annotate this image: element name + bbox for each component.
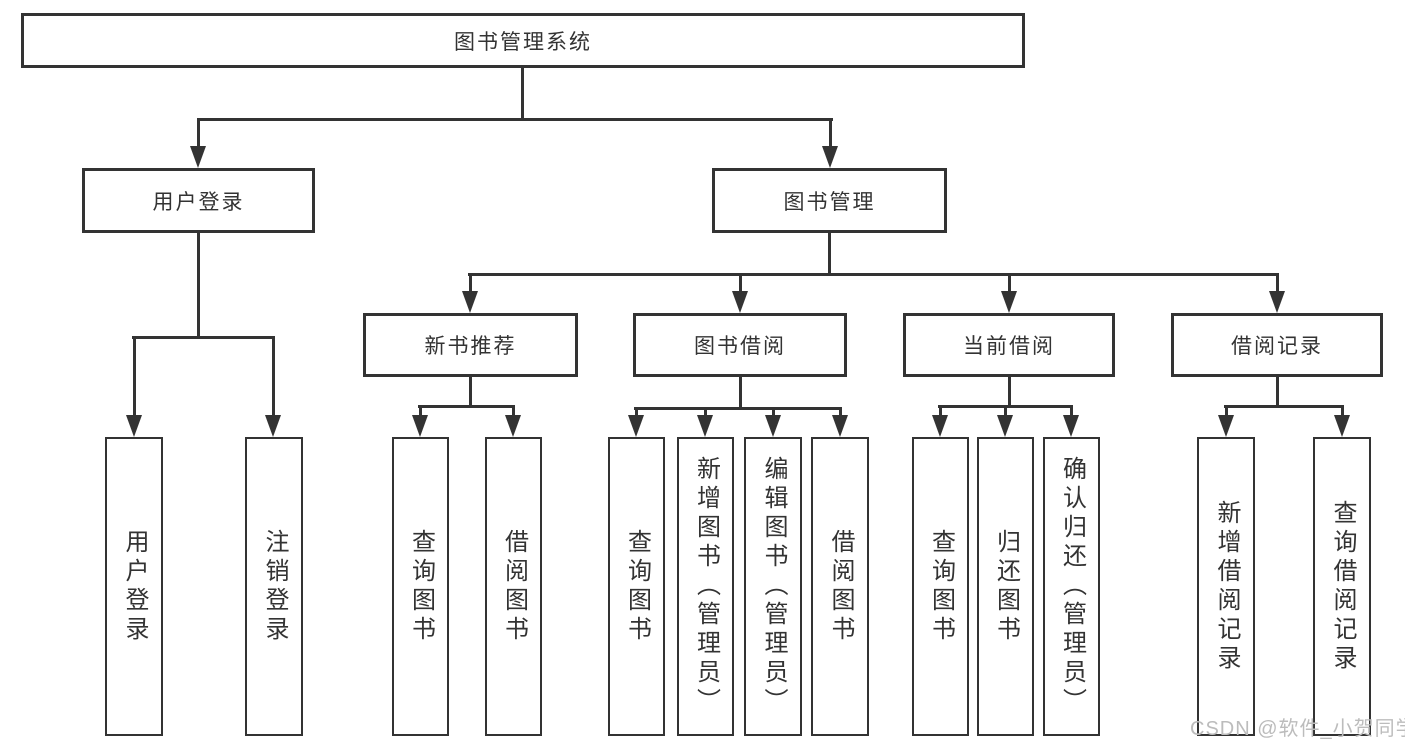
connector-line <box>1341 405 1344 417</box>
node-book-borrowing: 图书借阅 <box>633 313 847 377</box>
leaf-label: 借阅图书 <box>827 528 854 645</box>
connector-line <box>468 273 1279 276</box>
leaf-label: 查询图书 <box>407 528 435 645</box>
arrow-down-icon <box>1269 291 1285 313</box>
leaf-label: 查询借阅记录 <box>1329 499 1356 674</box>
connector-line <box>772 407 775 417</box>
leaf-label: 归还图书 <box>992 528 1020 645</box>
connector-line <box>521 68 524 118</box>
connector-line <box>839 407 842 417</box>
arrow-down-icon <box>997 415 1013 437</box>
leaf-return-books: 归还图书 <box>977 437 1034 736</box>
node-label: 图书借阅 <box>694 335 786 358</box>
arrow-down-icon <box>126 415 142 437</box>
leaf-edit-books-admin: 编辑图书（管理员） <box>744 437 802 736</box>
leaf-borrow-books-recommend: 借阅图书 <box>485 437 542 736</box>
leaf-label: 编辑图书（管理员） <box>760 456 787 717</box>
connector-line <box>197 233 200 336</box>
connector-line <box>197 118 833 121</box>
connector-line <box>418 405 515 408</box>
connector-line <box>635 407 638 417</box>
leaf-label: 注销登录 <box>261 528 288 645</box>
connector-line <box>634 407 842 410</box>
arrow-down-icon <box>265 415 281 437</box>
connector-line <box>1008 273 1011 293</box>
leaf-query-books-borrowing: 查询图书 <box>608 437 665 736</box>
node-book-management: 图书管理 <box>712 168 947 233</box>
connector-line <box>1070 405 1073 417</box>
leaf-label: 确认归还（管理员） <box>1058 456 1086 717</box>
leaf-label: 新增图书（管理员） <box>692 456 720 717</box>
leaf-logout: 注销登录 <box>245 437 303 736</box>
arrow-down-icon <box>732 291 748 313</box>
connector-line <box>939 405 942 417</box>
arrow-down-icon <box>1218 415 1234 437</box>
connector-line <box>512 405 515 417</box>
leaf-user-login: 用户登录 <box>105 437 163 736</box>
connector-line <box>828 233 831 273</box>
arrow-down-icon <box>1334 415 1350 437</box>
leaf-borrow-books-borrowing: 借阅图书 <box>811 437 869 736</box>
node-label: 当前借阅 <box>963 335 1055 358</box>
connector-line <box>1276 273 1279 293</box>
arrow-down-icon <box>462 291 478 313</box>
connector-line <box>739 377 742 407</box>
connector-line <box>272 336 275 417</box>
leaf-query-books-recommend: 查询图书 <box>392 437 449 736</box>
arrow-down-icon <box>1063 415 1079 437</box>
connector-line <box>469 377 472 405</box>
arrow-down-icon <box>765 415 781 437</box>
arrow-down-icon <box>628 415 644 437</box>
connector-line <box>704 407 707 417</box>
arrow-down-icon <box>697 415 713 437</box>
connector-line <box>419 405 422 417</box>
leaf-query-books-current: 查询图书 <box>912 437 969 736</box>
leaf-add-borrow-record: 新增借阅记录 <box>1197 437 1255 736</box>
arrow-down-icon <box>932 415 948 437</box>
leaf-query-borrow-record: 查询借阅记录 <box>1313 437 1371 736</box>
connector-line <box>1224 405 1344 408</box>
node-new-book-recommend: 新书推荐 <box>363 313 578 377</box>
arrow-down-icon <box>832 415 848 437</box>
leaf-label: 用户登录 <box>121 528 148 645</box>
connector-line <box>1276 377 1279 405</box>
arrow-down-icon <box>505 415 521 437</box>
leaf-add-books-admin: 新增图书（管理员） <box>677 437 734 736</box>
connector-line <box>133 336 136 417</box>
node-current-borrowing: 当前借阅 <box>903 313 1115 377</box>
arrow-down-icon <box>190 146 206 168</box>
node-label: 新书推荐 <box>424 335 517 358</box>
node-borrowing-records: 借阅记录 <box>1171 313 1383 377</box>
arrow-down-icon <box>822 146 838 168</box>
connector-line <box>739 273 742 293</box>
connector-line <box>1004 405 1007 417</box>
leaf-label: 借阅图书 <box>500 528 528 645</box>
node-label: 图书管理系统 <box>454 30 592 54</box>
leaf-label: 新增借阅记录 <box>1213 499 1240 674</box>
connector-line <box>197 118 200 148</box>
watermark: CSDN @软件_小贺同学 <box>1190 718 1405 740</box>
leaf-label: 查询图书 <box>623 528 651 645</box>
node-label: 借阅记录 <box>1231 335 1323 358</box>
arrow-down-icon <box>1001 291 1017 313</box>
connector-line <box>1225 405 1228 417</box>
connector-line <box>1008 377 1011 405</box>
arrow-down-icon <box>412 415 428 437</box>
node-library-system: 图书管理系统 <box>21 13 1025 68</box>
leaf-label: 查询图书 <box>927 528 955 645</box>
leaf-confirm-return-admin: 确认归还（管理员） <box>1043 437 1100 736</box>
connector-line <box>829 118 832 148</box>
node-label: 用户登录 <box>152 190 245 214</box>
connector-line <box>132 336 275 339</box>
node-user-login: 用户登录 <box>82 168 315 233</box>
connector-line <box>469 273 472 293</box>
node-label: 图书管理 <box>783 190 876 214</box>
